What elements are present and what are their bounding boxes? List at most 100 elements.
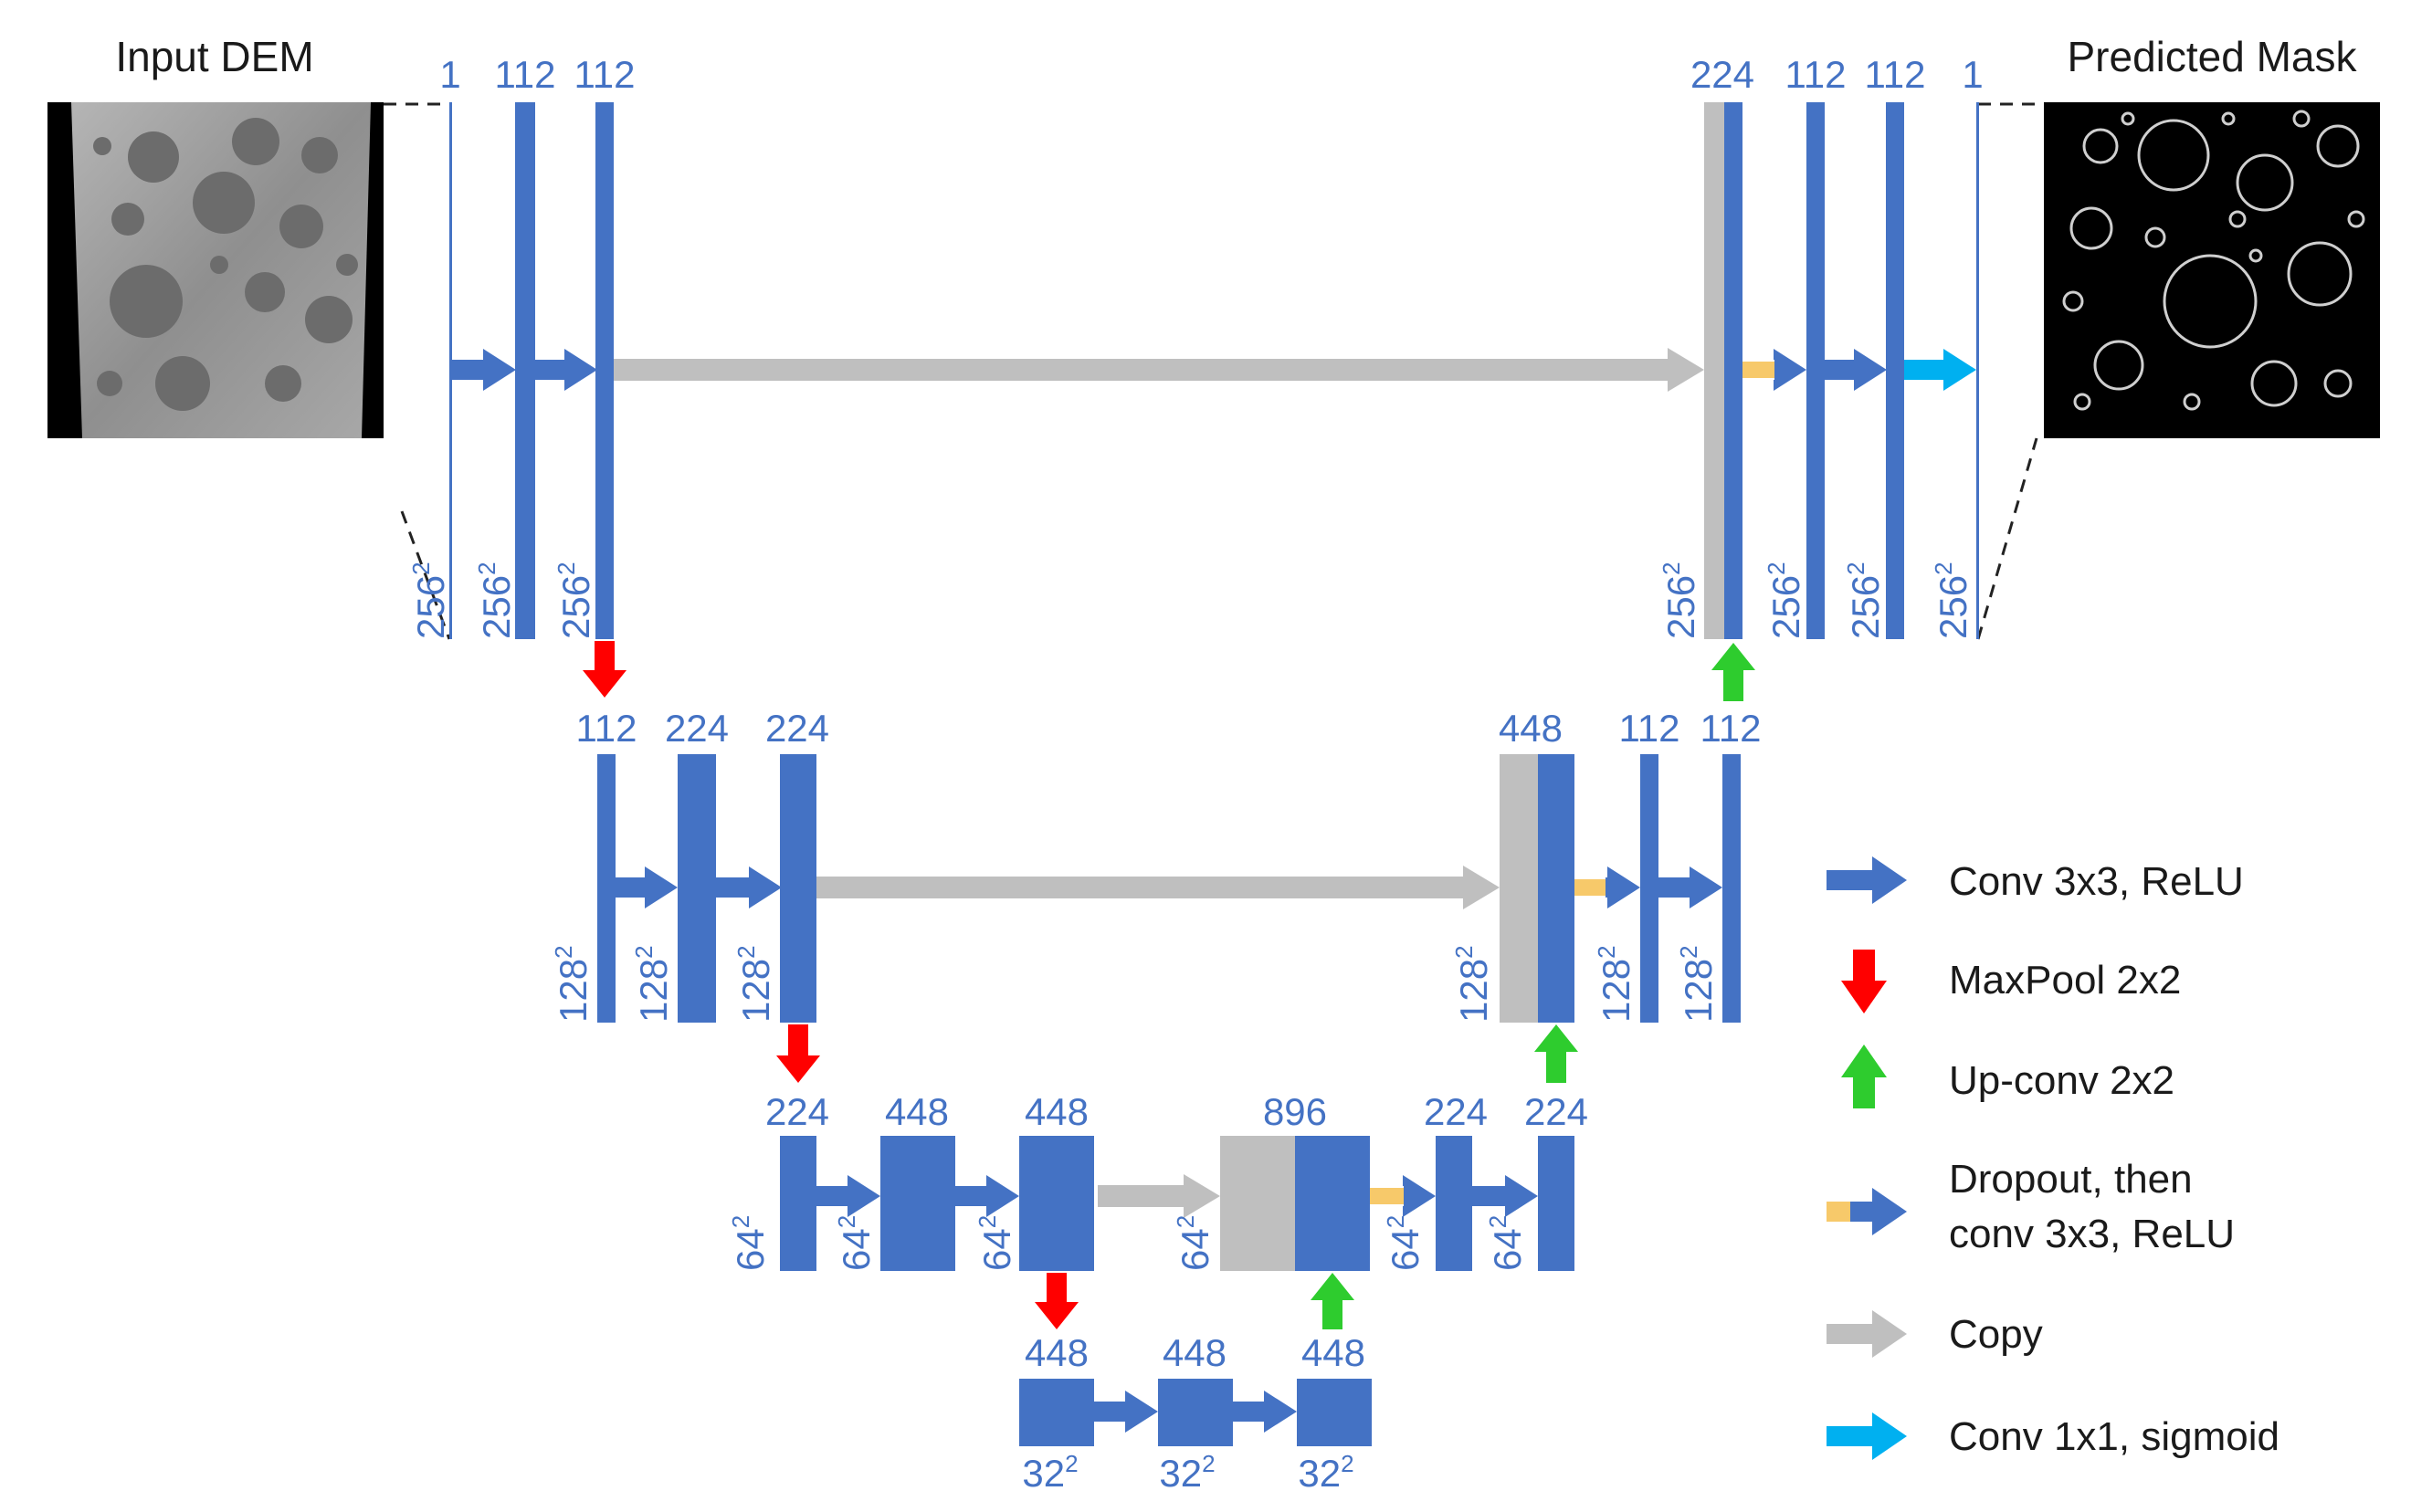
size-label: 642 xyxy=(833,1215,878,1271)
size-label: 2562 xyxy=(473,562,518,639)
channel-label: 1 xyxy=(1962,53,1983,96)
size-label: 322 xyxy=(1159,1450,1215,1495)
copy-block xyxy=(1704,102,1724,639)
layer-block xyxy=(678,754,716,1023)
conv-arrow xyxy=(1825,349,1887,391)
size-label: 322 xyxy=(1298,1450,1353,1495)
copy-arrows xyxy=(614,348,1704,1218)
channel-label: 112 xyxy=(1865,53,1926,96)
channel-label: 224 xyxy=(765,1090,829,1133)
size-label: 1282 xyxy=(550,945,595,1023)
predicted-mask-image xyxy=(2044,102,2380,438)
channel-label: 224 xyxy=(765,707,829,750)
size-label: 1282 xyxy=(630,945,675,1023)
conv-arrow xyxy=(616,866,678,908)
legend: Conv 3x3, ReLU MaxPool 2x2 Up-conv 2x2 D… xyxy=(1827,856,2279,1460)
size-label: 642 xyxy=(974,1215,1018,1271)
conv-arrow xyxy=(452,349,516,391)
channel-label: 448 xyxy=(1163,1331,1227,1374)
output-image-connector xyxy=(1976,102,2044,640)
legend-upconv-arrow-icon xyxy=(1841,1045,1887,1108)
layer-block xyxy=(780,754,816,1023)
legend-maxpool-label: MaxPool 2x2 xyxy=(1949,958,2181,1003)
dropout-stub xyxy=(1742,362,1774,378)
legend-upconv-label: Up-conv 2x2 xyxy=(1949,1058,2174,1103)
layer-block xyxy=(1297,1379,1372,1446)
copy-arrow xyxy=(614,348,1704,392)
layer-block xyxy=(1722,754,1741,1023)
predicted-mask-title: Predicted Mask xyxy=(2067,33,2357,80)
copy-block xyxy=(1500,754,1538,1023)
bottom-size-labels: 322 322 322 xyxy=(1022,1450,1353,1495)
input-dem-title: Input DEM xyxy=(115,33,313,80)
dropout-stub xyxy=(1370,1188,1404,1204)
channel-label: 448 xyxy=(1025,1331,1089,1374)
size-label: 322 xyxy=(1022,1450,1078,1495)
channel-label: 448 xyxy=(1025,1090,1089,1133)
size-label: 642 xyxy=(1484,1215,1529,1271)
layer-block xyxy=(1806,102,1825,639)
legend-dropout-label-line2: conv 3x3, ReLU xyxy=(1949,1212,2235,1256)
layer-block xyxy=(1295,1136,1370,1271)
layer-block xyxy=(1538,754,1574,1023)
channel-label: 112 xyxy=(1619,707,1680,750)
size-label: 2562 xyxy=(1930,562,1974,639)
upconv-arrow xyxy=(1311,1273,1354,1329)
maxpool-arrow xyxy=(583,641,626,698)
legend-conv-label: Conv 3x3, ReLU xyxy=(1949,859,2244,904)
layer-block xyxy=(1538,1136,1574,1271)
conv-arrow xyxy=(955,1175,1019,1217)
conv-arrow xyxy=(1774,349,1806,391)
size-label: 2562 xyxy=(1842,562,1887,639)
conv-arrow xyxy=(535,349,597,391)
channel-label: 448 xyxy=(885,1090,949,1133)
dropout-markers xyxy=(1370,362,1774,1204)
operation-arrows xyxy=(452,349,1976,1433)
layer-block xyxy=(880,1136,955,1271)
spatial-size-labels: 2562 2562 2562 2562 2562 2562 2562 1282 … xyxy=(407,562,1974,1271)
maxpool-arrow xyxy=(776,1024,820,1083)
layer-block xyxy=(1886,102,1904,639)
legend-conv-arrow-icon xyxy=(1827,856,1907,904)
size-label: 2562 xyxy=(553,562,597,639)
layer-block xyxy=(1019,1136,1094,1271)
channel-label: 112 xyxy=(1785,53,1847,96)
layer-block xyxy=(1640,754,1658,1023)
conv-arrow xyxy=(1658,866,1722,908)
size-label: 2562 xyxy=(1658,562,1702,639)
size-label: 642 xyxy=(727,1215,772,1271)
legend-dropout-arrow-icon xyxy=(1827,1188,1907,1235)
copy-block xyxy=(1220,1136,1295,1271)
layer-block xyxy=(1436,1136,1472,1271)
channel-label: 224 xyxy=(1690,53,1754,96)
legend-dropout-label-line1: Dropout, then xyxy=(1949,1157,2193,1202)
layer-block xyxy=(1724,102,1742,639)
upconv-arrow xyxy=(1534,1024,1578,1083)
size-label: 2562 xyxy=(407,562,452,639)
layer-block xyxy=(780,1136,816,1271)
channel-label: 224 xyxy=(1424,1090,1488,1133)
layer-block xyxy=(597,754,616,1023)
channel-label: 112 xyxy=(1700,707,1762,750)
maxpool-arrow xyxy=(1035,1273,1079,1329)
legend-conv1x1-label: Conv 1x1, sigmoid xyxy=(1949,1414,2279,1459)
size-label: 2562 xyxy=(1763,562,1807,639)
conv-arrow xyxy=(1472,1175,1538,1217)
channel-label: 112 xyxy=(574,53,636,96)
size-label: 1282 xyxy=(1450,945,1495,1023)
channel-label: 896 xyxy=(1263,1090,1327,1133)
input-layer-block xyxy=(449,102,452,639)
size-label: 642 xyxy=(1382,1215,1427,1271)
layer-block xyxy=(595,102,614,639)
conv-arrow xyxy=(816,1175,880,1217)
layer-block xyxy=(515,102,535,639)
copy-arrow xyxy=(1098,1174,1220,1218)
conv-arrow xyxy=(1233,1391,1297,1433)
conv-arrow xyxy=(1403,1175,1436,1217)
legend-conv1x1-arrow-icon xyxy=(1827,1412,1907,1460)
dropout-stub xyxy=(1574,879,1606,896)
channel-label: 448 xyxy=(1301,1331,1365,1374)
channel-label: 224 xyxy=(665,707,729,750)
size-label: 1282 xyxy=(1593,945,1637,1023)
